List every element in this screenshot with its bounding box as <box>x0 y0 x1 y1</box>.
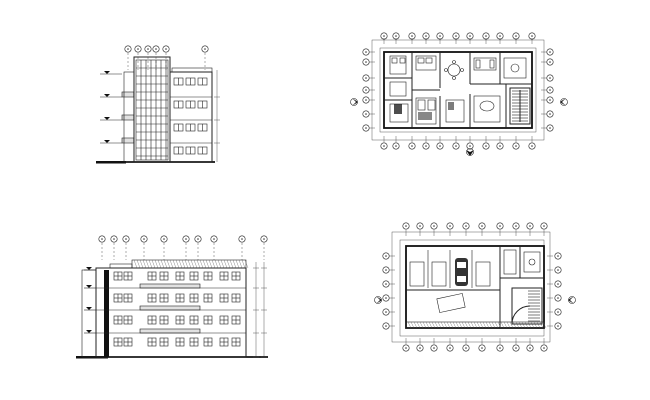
grid-bubble <box>466 142 474 150</box>
grid-bubble <box>482 32 490 40</box>
north-arrow-icon <box>560 98 568 106</box>
grid-bubble <box>362 48 370 56</box>
grid-bubble <box>382 294 390 302</box>
grid-bubble <box>416 222 424 230</box>
grid-bubble <box>408 32 416 40</box>
grid-bubble <box>430 222 438 230</box>
grid-bubble <box>554 252 562 260</box>
grid-bubble <box>528 142 536 150</box>
grid-bubble <box>482 142 490 150</box>
grid-bubble <box>201 45 209 53</box>
grid-bubble <box>382 266 390 274</box>
grid-bubble <box>124 45 132 53</box>
north-arrow-icon <box>568 296 576 304</box>
grid-bubble <box>546 124 554 132</box>
grid-bubble <box>122 235 130 243</box>
grid-bubble <box>540 344 548 352</box>
grid-bubble <box>362 74 370 82</box>
ground-floor-parking-plan <box>374 222 576 352</box>
grid-bubble <box>526 222 534 230</box>
grid-bubble <box>402 344 410 352</box>
grid-bubble <box>402 222 410 230</box>
grid-bubble <box>546 74 554 82</box>
grid-bubble <box>416 344 424 352</box>
grid-bubble <box>462 222 470 230</box>
grid-bubble <box>452 32 460 40</box>
grid-bubble <box>362 110 370 118</box>
grid-bubble <box>382 252 390 260</box>
grid-bubble <box>392 142 400 150</box>
grid-bubbles-side-elevation <box>124 45 209 70</box>
front-elevation <box>76 235 268 359</box>
car-icon <box>455 258 468 286</box>
north-arrow-icon <box>350 98 358 106</box>
grid-bubble <box>392 32 400 40</box>
grid-bubble <box>134 45 142 53</box>
grid-bubble <box>430 344 438 352</box>
north-arrow-icon <box>466 148 474 156</box>
grid-bubble <box>462 344 470 352</box>
grid-bubble <box>554 308 562 316</box>
north-arrow-icon <box>374 296 382 304</box>
grid-bubble <box>512 344 520 352</box>
grid-bubble <box>446 222 454 230</box>
grid-bubble <box>110 235 118 243</box>
grid-bubble <box>422 142 430 150</box>
grid-bubble <box>140 235 148 243</box>
upper-floor-plan <box>350 32 568 156</box>
grid-bubble <box>496 222 504 230</box>
grid-bubble <box>210 235 218 243</box>
grid-bubble <box>362 58 370 66</box>
grid-bubble <box>512 142 520 150</box>
grid-bubble <box>144 45 152 53</box>
grid-bubble <box>496 344 504 352</box>
grid-bubble <box>436 142 444 150</box>
grid-bubble <box>362 96 370 104</box>
grid-bubble <box>446 344 454 352</box>
grid-bubble <box>194 235 202 243</box>
grid-bubble <box>546 110 554 118</box>
grid-bubble <box>362 86 370 94</box>
grid-bubble <box>526 344 534 352</box>
grid-bubble <box>98 235 106 243</box>
grid-bubble <box>512 222 520 230</box>
grid-bubble <box>540 222 548 230</box>
grid-bubble <box>162 45 170 53</box>
grid-bubble <box>380 142 388 150</box>
grid-bubble <box>554 322 562 330</box>
grid-bubble <box>260 235 268 243</box>
grid-bubble <box>160 235 168 243</box>
side-elevation <box>96 45 220 164</box>
grid-bubble <box>554 266 562 274</box>
grid-bubble <box>478 344 486 352</box>
grid-bubble <box>238 235 246 243</box>
grid-bubble <box>496 142 504 150</box>
grid-bubble <box>546 86 554 94</box>
grid-bubble <box>546 58 554 66</box>
grid-bubble <box>382 280 390 288</box>
grid-bubble <box>478 222 486 230</box>
grid-bubble <box>182 235 190 243</box>
grid-bubble <box>408 142 416 150</box>
grid-bubble <box>546 96 554 104</box>
grid-bubble <box>362 124 370 132</box>
grid-bubble <box>382 322 390 330</box>
grid-bubble <box>382 308 390 316</box>
grid-bubble <box>546 48 554 56</box>
grid-bubble <box>554 294 562 302</box>
grid-bubble <box>152 45 160 53</box>
grid-bubble <box>554 280 562 288</box>
grid-bubble <box>452 142 460 150</box>
